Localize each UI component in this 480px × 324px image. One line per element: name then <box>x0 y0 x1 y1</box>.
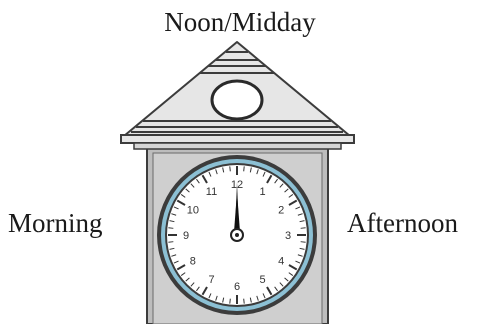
clock-numeral-9: 9 <box>183 230 189 242</box>
clock-numeral-6: 6 <box>234 281 240 293</box>
clock-minute-tick <box>244 299 245 304</box>
clock-numeral-10: 10 <box>187 205 199 217</box>
roof-eave-lower <box>134 143 341 149</box>
clock-minute-tick <box>168 242 173 243</box>
clock-numeral-5: 5 <box>259 274 265 286</box>
clock-numeral-11: 11 <box>206 186 217 198</box>
clock-center-dot <box>235 233 239 237</box>
roof-eave <box>121 135 354 143</box>
clock-minute-tick <box>301 228 306 229</box>
roof-oval-window <box>212 81 262 119</box>
clock-numeral-7: 7 <box>208 274 214 286</box>
clock-minute-tick <box>230 166 231 171</box>
clock-minute-tick <box>244 166 245 171</box>
clock-numeral-8: 8 <box>190 256 196 268</box>
clock-numeral-2: 2 <box>278 205 284 217</box>
clock-numeral-4: 4 <box>278 256 284 268</box>
clock-minute-tick <box>168 228 173 229</box>
clock-numeral-3: 3 <box>285 230 291 242</box>
clock-minute-tick <box>301 242 306 243</box>
clock-numeral-1: 1 <box>259 186 265 198</box>
clock-minute-tick <box>230 299 231 304</box>
